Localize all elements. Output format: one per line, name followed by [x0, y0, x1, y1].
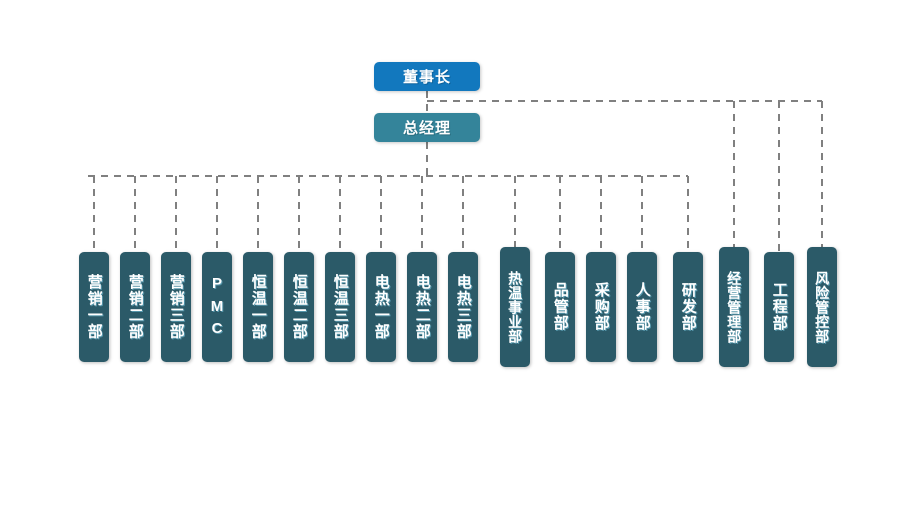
- node-engineering-label: 工程部: [770, 282, 788, 332]
- node-risk-control[interactable]: 风险管控部: [807, 247, 837, 367]
- node-electric-heat-1-label: 电热一部: [372, 274, 390, 340]
- node-marketing-3-label: 营销三部: [167, 274, 185, 340]
- node-chairman-label: 董事长: [402, 69, 451, 86]
- node-research-dev-label: 研发部: [679, 282, 697, 332]
- node-general-manager[interactable]: 总经理: [374, 113, 480, 142]
- node-marketing-2[interactable]: 营销二部: [120, 252, 150, 362]
- node-thermostat-2[interactable]: 恒温二部: [284, 252, 314, 362]
- node-quality-control[interactable]: 品管部: [545, 252, 575, 362]
- node-human-resources[interactable]: 人事部: [627, 252, 657, 362]
- node-purchasing-label: 采购部: [592, 282, 610, 332]
- node-marketing-1[interactable]: 营销一部: [79, 252, 109, 362]
- node-marketing-2-label: 营销二部: [126, 274, 144, 340]
- node-electric-heat-1[interactable]: 电热一部: [366, 252, 396, 362]
- node-marketing-3[interactable]: 营销三部: [161, 252, 191, 362]
- node-electric-heat-2[interactable]: 电热二部: [407, 252, 437, 362]
- node-marketing-1-label: 营销一部: [85, 274, 103, 340]
- node-business-mgmt-label: 经营管理部: [726, 270, 743, 344]
- node-engineering[interactable]: 工程部: [764, 252, 794, 362]
- node-thermostat-3[interactable]: 恒温三部: [325, 252, 355, 362]
- node-electric-heat-3[interactable]: 电热三部: [448, 252, 478, 362]
- node-electric-heat-3-label: 电热三部: [454, 274, 472, 340]
- node-thermal-division-label: 热温事业部: [507, 270, 524, 344]
- node-purchasing[interactable]: 采购部: [586, 252, 616, 362]
- node-general-manager-label: 总经理: [402, 120, 451, 137]
- node-chairman[interactable]: 董事长: [374, 62, 480, 91]
- node-thermal-division[interactable]: 热温事业部: [500, 247, 530, 367]
- node-thermostat-2-label: 恒温二部: [290, 274, 308, 340]
- node-pmc-label: P M C: [210, 275, 224, 338]
- node-electric-heat-2-label: 电热二部: [413, 274, 431, 340]
- node-thermostat-1[interactable]: 恒温一部: [243, 252, 273, 362]
- node-thermostat-1-label: 恒温一部: [249, 274, 267, 340]
- node-quality-control-label: 品管部: [551, 282, 569, 332]
- node-risk-control-label: 风险管控部: [814, 270, 831, 344]
- node-research-dev[interactable]: 研发部: [673, 252, 703, 362]
- node-human-resources-label: 人事部: [633, 282, 651, 332]
- node-thermostat-3-label: 恒温三部: [331, 274, 349, 340]
- node-pmc[interactable]: P M C: [202, 252, 232, 362]
- node-business-mgmt[interactable]: 经营管理部: [719, 247, 749, 367]
